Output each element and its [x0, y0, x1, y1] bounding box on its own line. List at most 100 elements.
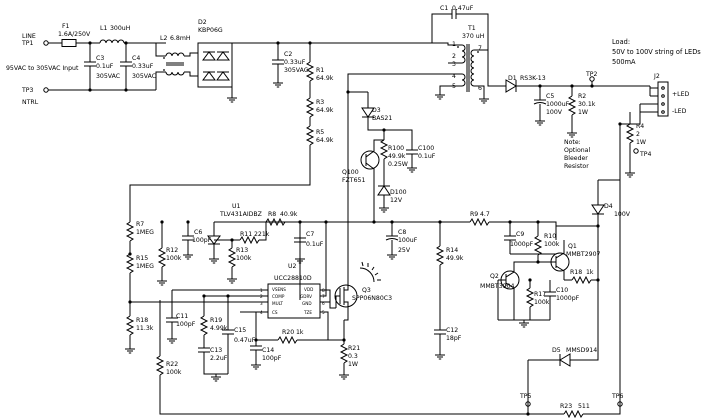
label-l1: L1 — [100, 25, 107, 32]
label-d1-value: RS3K-13 — [520, 75, 546, 82]
junction-dots — [88, 41, 622, 416]
label-r1-value: 64.9k — [316, 75, 334, 82]
label-r2-rating: 1W — [578, 109, 588, 116]
label-c13-value: 2.2uF — [210, 355, 228, 362]
label-c7-value: 0.1uF — [306, 241, 324, 248]
label-c1-value: 0.47uF — [452, 5, 474, 12]
bottom-section — [525, 180, 623, 419]
label-q100: Q100 — [342, 169, 359, 176]
label-q2: Q2 — [490, 273, 499, 280]
label-u2-value: UCC28810D — [274, 275, 312, 282]
label-r22: R22 — [166, 361, 178, 368]
label-c14-value: 100pF — [262, 355, 282, 362]
label-f1: F1 — [62, 23, 70, 30]
label-q100-value: FZT651 — [342, 177, 365, 184]
label-u2-num7: 7 — [322, 294, 325, 299]
feedback-section — [124, 221, 267, 354]
label-r15-value: 1MEG — [136, 263, 154, 270]
label-tp1: TP1 — [21, 40, 34, 47]
label-d4: D4 — [604, 203, 613, 210]
label-load-line2: 500mA — [612, 58, 636, 66]
tp6-marker — [617, 401, 623, 407]
label-c5: C5 — [546, 93, 554, 100]
transistor-q100 — [360, 150, 380, 170]
label-q3-value: SPP06N80C3 — [352, 295, 392, 302]
label-note-line1: Optional — [564, 147, 590, 154]
label-c6-value: 100pF — [192, 237, 212, 244]
label-note-line3: Resistor — [564, 163, 589, 170]
label-r12-value: 100k — [166, 255, 182, 262]
label-r7: R7 — [136, 221, 144, 228]
label-c15: C15 — [234, 327, 246, 334]
label-c2-value: 0.33uF — [284, 59, 306, 66]
label-r18-right-value: 1k — [586, 269, 594, 276]
label-c10-value: 1000pF — [556, 295, 580, 302]
label-l1-value: 300uH — [110, 25, 131, 32]
vdd-rail — [214, 217, 599, 330]
label-note-line2: Bleeder — [564, 155, 588, 162]
label-u2-pin-gdrv: GDRV — [300, 294, 312, 299]
label-r4: R4 — [636, 123, 644, 130]
label-led-minus: -LED — [672, 108, 687, 115]
label-q1-value: MMBT2907 — [566, 251, 601, 258]
label-r17-value: 100k — [534, 299, 550, 306]
label-r4-value: 2 — [636, 131, 640, 138]
label-q1: Q1 — [568, 243, 577, 250]
label-c2-rating: 305VAC — [284, 67, 308, 74]
label-r10: R10 — [544, 233, 556, 240]
label-c12: C12 — [446, 327, 458, 334]
startup-section — [129, 43, 418, 222]
label-c15-value: 0.47uF — [234, 337, 256, 344]
label-l2-value: 6.8mH — [170, 35, 191, 42]
label-r2: R2 — [578, 93, 586, 100]
diode-d4 — [591, 204, 605, 215]
component-labels: TP1 LINE 95VAC to 305VAC Input TP3 NTRL … — [6, 5, 701, 410]
input-section — [43, 39, 432, 103]
label-r18: R18 — [136, 317, 148, 324]
label-u2-num2: 2 — [260, 294, 263, 299]
transformer-t1-primary — [461, 44, 466, 64]
label-tp6: TP6 — [611, 393, 624, 400]
label-u2-pin-vsens: VSENS — [272, 287, 286, 292]
label-c12-value: 18pF — [446, 335, 462, 342]
label-pin6: 6 — [478, 85, 482, 92]
label-r3: R3 — [316, 99, 324, 106]
label-c9: C9 — [516, 231, 524, 238]
label-d1: D1 — [508, 75, 517, 82]
transformer-section — [347, 9, 669, 260]
label-f1-value: 1.6A/250V — [58, 31, 91, 38]
label-l2: L2 — [160, 35, 167, 42]
label-r19: R19 — [210, 317, 222, 324]
inductor-l2-top — [165, 52, 185, 57]
controller-u2 — [130, 222, 528, 415]
label-r20: R20 — [282, 329, 294, 336]
inductor-l1 — [99, 39, 125, 44]
label-r7-value: 1MEG — [136, 229, 154, 236]
label-c11-value: 100pF — [176, 321, 196, 328]
label-c3-value: 0.1uF — [96, 63, 114, 70]
diode-d3 — [361, 107, 375, 118]
bridge-d2 — [197, 42, 233, 88]
label-c10: C10 — [556, 287, 568, 294]
label-tp5: TP5 — [519, 393, 532, 400]
label-r5-value: 64.9k — [316, 137, 334, 144]
label-c9-value: 1000pF — [510, 241, 534, 248]
label-r12: R12 — [166, 247, 178, 254]
label-input-range: 95VAC to 305VAC Input — [6, 65, 79, 72]
label-ntrl: NTRL — [22, 99, 39, 106]
label-d3: D3 — [372, 107, 381, 114]
label-r11-value: 221k — [254, 231, 270, 238]
label-r23-value: 511 — [578, 403, 590, 410]
label-tp3: TP3 — [21, 87, 34, 94]
label-c4-value: 0.33uF — [132, 63, 154, 70]
label-c13: C13 — [210, 347, 222, 354]
label-d100: D100 — [390, 189, 407, 196]
label-d2-value: KBP06G — [198, 27, 223, 34]
label-r5: R5 — [316, 129, 324, 136]
label-c5-value: 1000uF — [546, 101, 570, 108]
label-r13-value: 100k — [236, 255, 252, 262]
label-r15: R15 — [136, 255, 148, 262]
label-r11: R11 — [240, 231, 252, 238]
label-u1: U1 — [232, 203, 241, 210]
